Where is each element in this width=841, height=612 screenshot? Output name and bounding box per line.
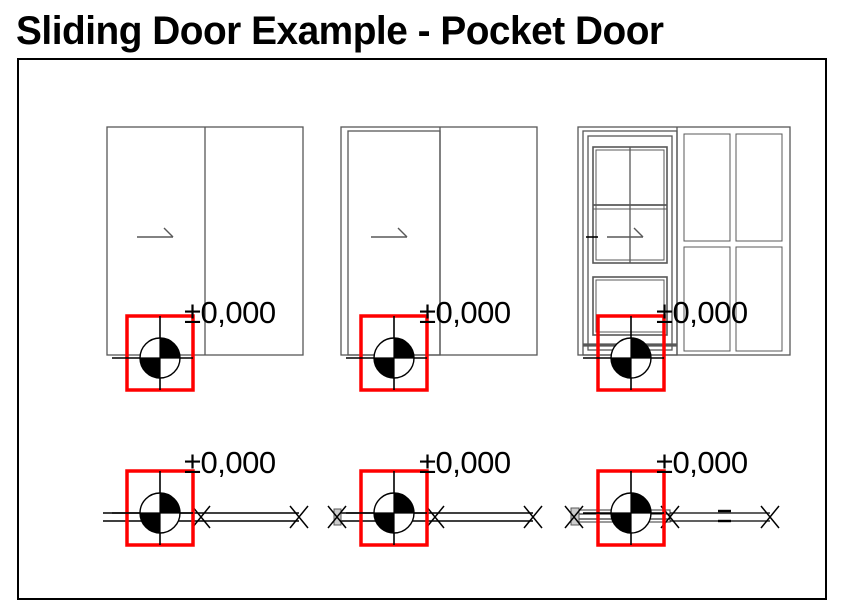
level-label-plan-2: ±0,000 [419, 445, 511, 480]
level-label-elevation-3: ±0,000 [656, 295, 748, 330]
page-title: Sliding Door Example - Pocket Door [16, 9, 664, 53]
level-label-plan-3: ±0,000 [656, 445, 748, 480]
level-label-elevation-1: ±0,000 [184, 295, 276, 330]
level-label-plan-1: ±0,000 [184, 445, 276, 480]
level-label-elevation-2: ±0,000 [419, 295, 511, 330]
